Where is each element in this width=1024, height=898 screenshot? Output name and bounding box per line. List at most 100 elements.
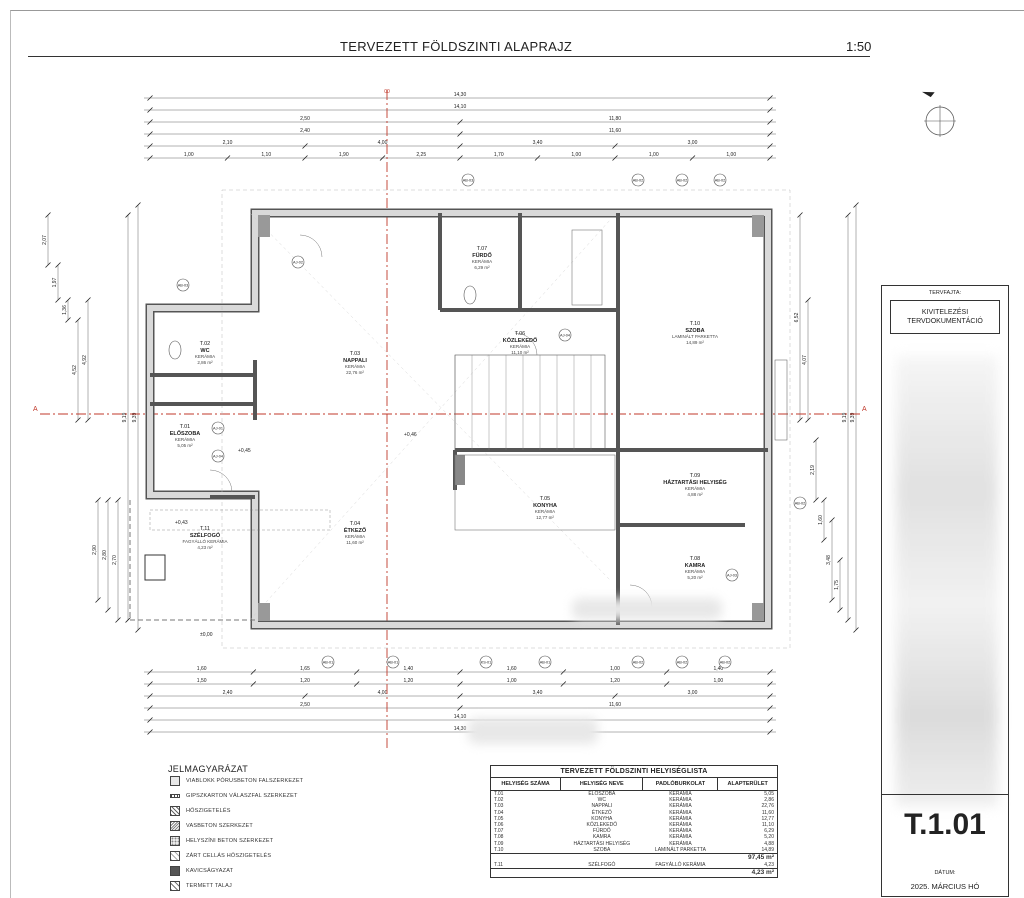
bottom-dimension-label: 14,10 <box>454 714 467 720</box>
right-dimension-label: 1,75 <box>834 580 840 590</box>
schedule-header-number: HELYISÉG SZÁMA <box>489 777 562 791</box>
column <box>258 215 270 237</box>
staircase <box>454 354 606 451</box>
left-dimension-label: 2,80 <box>102 550 108 560</box>
top-dimension-tick <box>147 119 153 125</box>
element-tag-label: AJ-02 <box>293 261 303 265</box>
schedule-cell: 6,29 <box>764 828 774 835</box>
bottom-dimension-tick <box>457 705 463 711</box>
legend-label: TERMETT TALAJ <box>186 883 232 889</box>
right-dimension-label: 9,19 <box>842 412 848 422</box>
bottom-dimension-label: 3,40 <box>533 690 543 696</box>
top-dimension-tick <box>457 119 463 125</box>
bottom-dimension-tick <box>457 681 463 687</box>
legend-swatch <box>170 821 180 831</box>
schedule-cell: T.01 <box>494 791 504 797</box>
north-arrow-icon <box>922 91 956 137</box>
room-floor: FAGYÁLLÓ KERÁMIA <box>182 538 227 544</box>
level-mark: ±0,00 <box>200 632 213 638</box>
bottom-dimension-label: 1,20 <box>300 678 310 684</box>
room-number: T.11 <box>200 526 210 532</box>
element-tag-circle <box>631 655 645 669</box>
level-mark: +0,43 <box>175 520 188 526</box>
room-floor: KERÁMIA <box>685 485 705 491</box>
room-area: 6,29 m² <box>474 265 490 270</box>
bottom-dimension-label: 2,50 <box>300 702 310 708</box>
exterior-wall <box>145 208 773 630</box>
room-floor: LAMINÁLT PARKETTA <box>672 333 718 339</box>
right-dimension-label: 6,52 <box>794 312 800 322</box>
element-tag-label: AB-02 <box>677 179 688 183</box>
schedule-extra-total-row: 4,23 m² <box>490 868 778 878</box>
schedule-cell: SZOBA <box>593 846 611 853</box>
right-dimension-tick <box>837 557 843 563</box>
section-mark-left: A <box>33 406 38 413</box>
schedule-subtotal-row: 97,45 m² <box>490 853 778 863</box>
top-dimension-label: 14,30 <box>454 92 467 98</box>
left-dimension-tick <box>105 497 111 503</box>
top-dimension-tick <box>457 131 463 137</box>
bottom-dimension-tick <box>560 681 567 687</box>
top-dimension-label: 1,70 <box>494 152 504 158</box>
element-tag-circle <box>479 655 493 669</box>
schedule-cell: 4,23 <box>764 862 774 869</box>
right-dimension-tick <box>813 437 819 443</box>
left-dimension-label: 2,90 <box>92 545 98 555</box>
bottom-dimension-tick <box>457 669 463 675</box>
sheet-number-frame <box>882 794 1008 855</box>
schedule-cell: 11,60 <box>761 809 774 816</box>
wardrobe <box>774 359 788 441</box>
element-tag-circle <box>461 173 475 187</box>
left-dimension-label: 2,70 <box>112 555 118 565</box>
legend-swatch <box>170 836 180 846</box>
element-tag-label: AB-02 <box>677 661 688 665</box>
bottom-dimension-label: 1,20 <box>610 678 620 684</box>
room-number: T.05 <box>540 496 550 502</box>
top-dimension-tick <box>147 107 153 113</box>
top-dimension-tick <box>224 155 231 161</box>
left-dimension-tick <box>65 317 71 323</box>
date-label: DÁTUM: <box>934 870 956 876</box>
element-tag-label: AB-02 <box>633 179 644 183</box>
fixtures <box>144 229 788 608</box>
left-dimension-tick <box>125 212 131 218</box>
left-dimension-tick <box>85 297 91 303</box>
plan-type-line-2: TERVDOKUMENTÁCIÓ <box>907 318 983 325</box>
bottom-dimension-label: 1,40 <box>713 666 723 672</box>
title-rule <box>28 56 870 57</box>
element-tag-circle <box>211 449 225 463</box>
left-dimension-tick <box>45 212 51 218</box>
legend-swatch <box>170 794 180 798</box>
element-tag-label: AJ-04 <box>213 455 223 459</box>
top-dimension-label: 1,00 <box>726 152 736 158</box>
legend-item: ZÁRT CELLÁS HŐSZIGETELÉS <box>170 850 271 862</box>
top-dimension-tick <box>767 119 773 125</box>
left-dimension-tick <box>75 417 81 423</box>
schedule-cell: T.02 <box>494 797 504 804</box>
shower <box>571 229 603 306</box>
left-dimension-tick <box>115 497 121 503</box>
room-area: 5,20 m² <box>687 575 703 580</box>
top-dimension-label: 1,00 <box>184 152 194 158</box>
element-tag-label: AB-03 <box>178 284 189 288</box>
bottom-dimension-tick <box>663 669 670 675</box>
schedule-cell: 12,77 <box>761 815 774 822</box>
door-swing <box>514 332 538 356</box>
schedule-cell: KERÁMIA <box>669 809 692 816</box>
right-dimension-label: 3,48 <box>826 555 832 565</box>
column <box>258 603 270 621</box>
door-swing <box>209 469 233 493</box>
room-name: KONYHA <box>533 503 557 509</box>
toilet <box>463 285 477 305</box>
top-dimension-tick <box>689 155 696 161</box>
schedule-cell: T.07 <box>494 828 504 835</box>
boot-cabinet <box>144 554 166 581</box>
bottom-dimension-tick <box>250 681 257 687</box>
room-number: T.06 <box>515 331 525 337</box>
element-tag-label: AB-01 <box>323 661 334 665</box>
